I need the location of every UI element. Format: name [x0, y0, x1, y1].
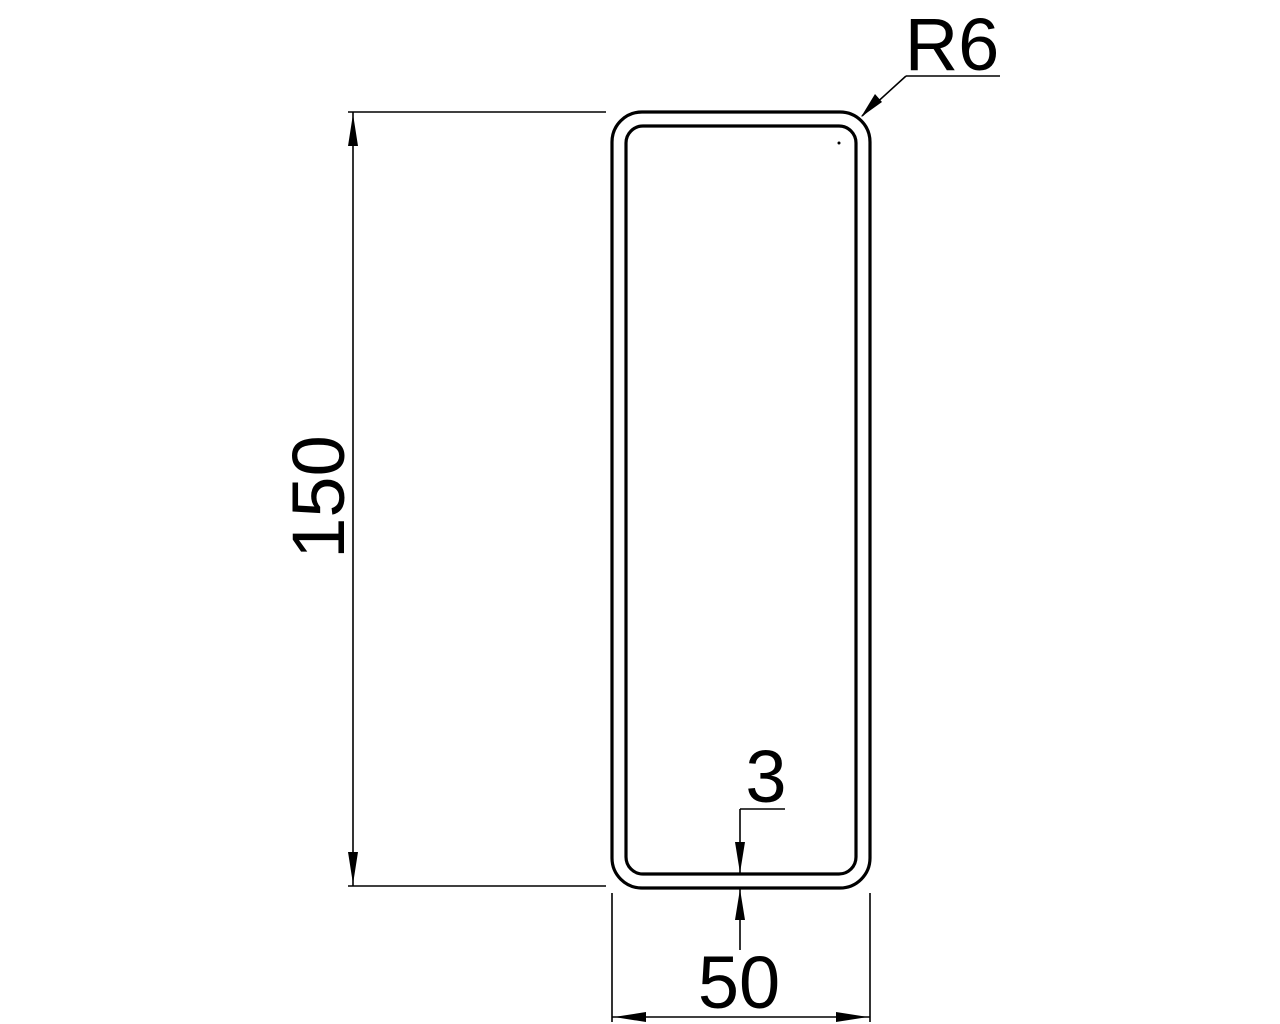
inner-contour [624, 124, 858, 876]
thickness-arrow-upper [735, 842, 745, 873]
height-label: 150 [277, 435, 360, 558]
thickness-label: 3 [745, 735, 786, 818]
height-dimension: 150 [277, 111, 606, 887]
radius-arrow [861, 94, 882, 117]
radius-label: R6 [905, 3, 1000, 86]
thickness-arrow-lower [735, 889, 745, 920]
width-dimension: 50 [611, 893, 871, 1024]
width-label: 50 [698, 941, 780, 1024]
tube-profile [610, 110, 872, 890]
width-arrow-right [836, 1012, 868, 1022]
width-arrow-left [614, 1012, 646, 1022]
outer-contour [610, 110, 872, 890]
height-arrow-bottom [348, 852, 358, 884]
radius-callout: R6 [861, 3, 1000, 117]
thickness-dimension: 3 [735, 735, 787, 950]
height-arrow-top [348, 114, 358, 146]
corner-mark [837, 141, 841, 145]
